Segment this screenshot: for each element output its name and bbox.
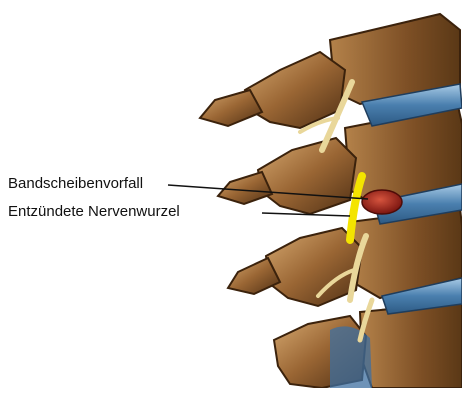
label-herniated-disc: Bandscheibenvorfall (8, 175, 143, 193)
arch-1 (245, 52, 345, 128)
label-inflamed-nerve-root: Entzündete Nervenwurzel (8, 203, 180, 221)
arch-2 (258, 138, 356, 214)
spinous-process-1 (200, 90, 262, 126)
spinal-canal (330, 326, 372, 388)
vertebra-body-4 (360, 302, 462, 388)
herniated-disc (362, 190, 402, 214)
spinous-process-2 (218, 172, 272, 204)
